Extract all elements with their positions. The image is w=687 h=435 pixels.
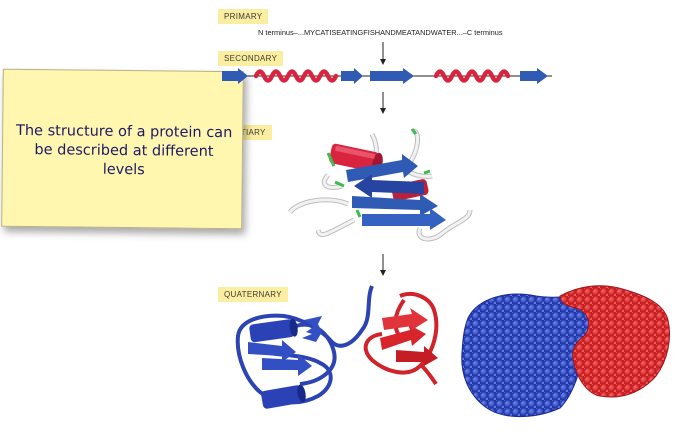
- quaternary-space-filling: [461, 285, 670, 418]
- primary-label: PRIMARY: [218, 9, 269, 24]
- secondary-structure-track: [222, 68, 552, 84]
- strand-arrow: [222, 68, 248, 84]
- strand-arrow: [520, 68, 548, 84]
- strand-arrow: [370, 68, 414, 84]
- strand-arrow: [341, 68, 363, 84]
- secondary-label: SECONDARY: [218, 51, 284, 66]
- quaternary-ribbon: [235, 285, 439, 409]
- tertiary-structure: [288, 128, 473, 242]
- helix-coil: [433, 69, 511, 83]
- amino-acid-sequence: N terminus–...MYCATISEATINGFISHANDMEATAN…: [258, 28, 503, 37]
- helix-coil: [253, 69, 339, 83]
- quaternary-label: QUATERNARY: [218, 287, 288, 302]
